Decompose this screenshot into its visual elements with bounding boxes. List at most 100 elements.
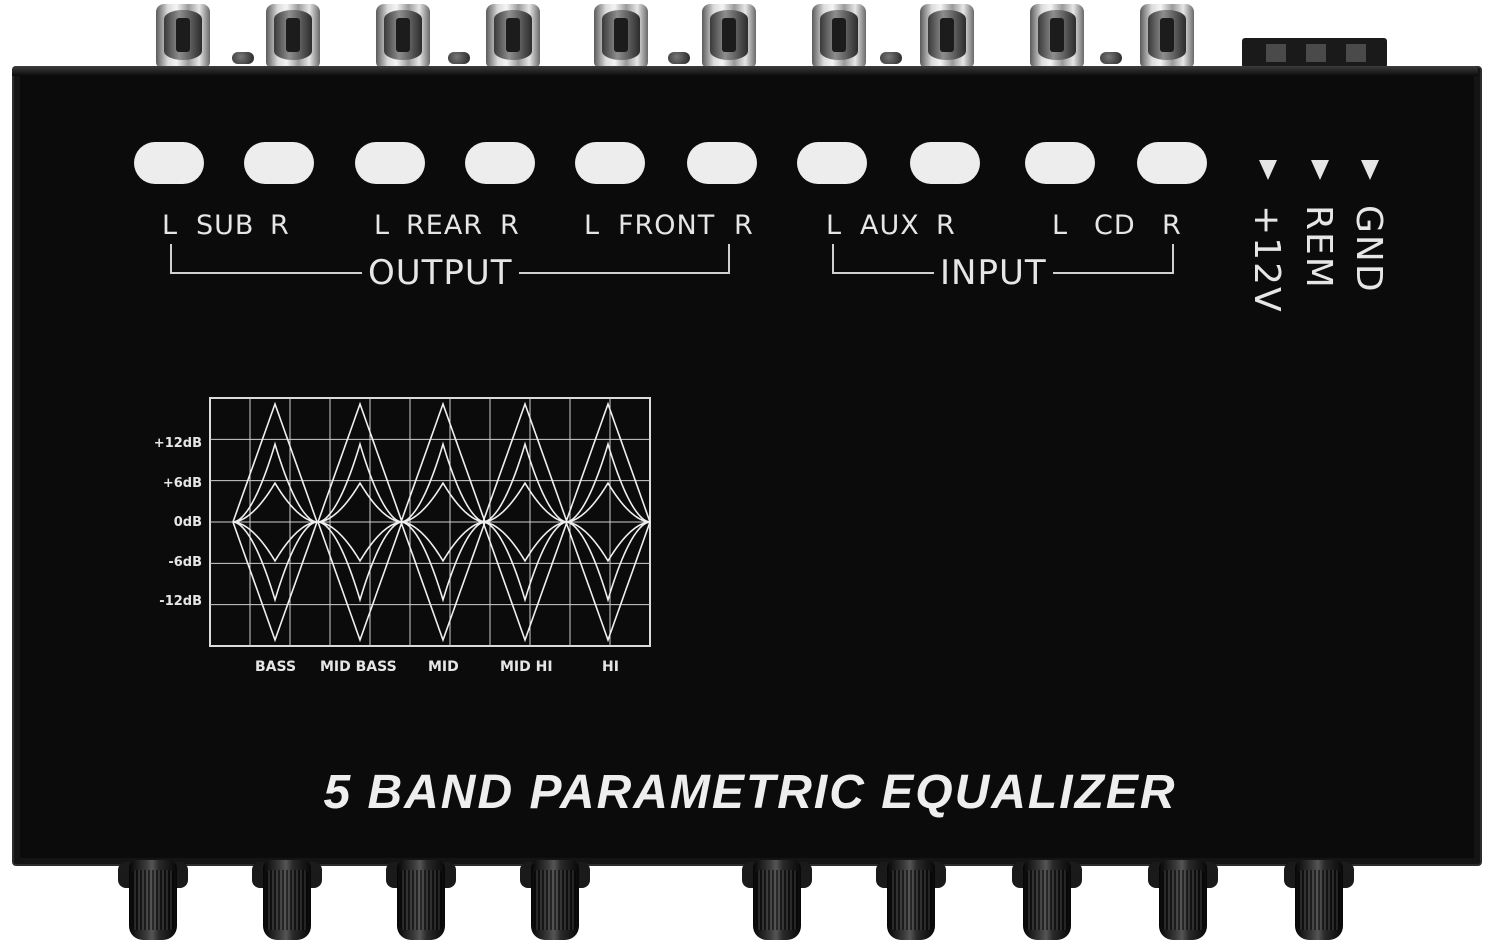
band-curve-4 [482, 521, 568, 643]
rca-jack-aux-right[interactable] [916, 4, 978, 70]
band-label-bass: BASS [255, 659, 297, 675]
rca-jack-rear-right[interactable] [482, 4, 544, 70]
band-label-mid-bass: MID BASS [320, 659, 397, 675]
panel-top-edge [12, 66, 1478, 76]
band-curve-3 [400, 401, 486, 523]
graph-curves [232, 401, 651, 643]
input-cd-left-label: L [1052, 210, 1069, 241]
rca-jack-sub-left[interactable] [152, 4, 214, 70]
terminal-gnd-label: GND [1348, 205, 1389, 294]
rca-jack-rear-left[interactable] [372, 4, 434, 70]
output-front-right-label: R [734, 210, 754, 241]
output-rear-left-label: L [374, 210, 391, 241]
output-sub-label: SUB [196, 210, 255, 241]
rca-jack-aux-left[interactable] [808, 4, 870, 70]
band-curve-1 [232, 401, 318, 523]
jack-window [355, 142, 425, 184]
band-curve-1 [232, 481, 318, 523]
band-curve-2 [317, 481, 403, 523]
band-curve-5 [565, 481, 651, 523]
terminal-arrow-icon [1361, 160, 1379, 180]
screw-icon [232, 52, 254, 64]
band-curve-1 [232, 441, 318, 523]
band-label-hi: HI [602, 659, 619, 675]
input-aux-label: AUX [860, 210, 920, 241]
db-label-plus6: +6dB [162, 476, 202, 491]
band-label-mid-hi: MID HI [500, 659, 553, 675]
band-curve-1 [232, 521, 318, 563]
screw-icon [1100, 52, 1122, 64]
eq-knob-3[interactable] [397, 860, 445, 940]
terminal-12v-label: +12V [1246, 205, 1287, 314]
jack-window [910, 142, 980, 184]
eq-knob-4[interactable] [531, 860, 579, 940]
band-curve-5 [565, 441, 651, 523]
eq-knob-1[interactable] [129, 860, 177, 940]
jack-window [1025, 142, 1095, 184]
db-label-minus12: -12dB [159, 594, 202, 609]
output-front-label: FRONT [618, 210, 716, 241]
eq-knob-9[interactable] [1295, 860, 1343, 940]
band-curve-2 [317, 521, 403, 603]
output-sub-left-label: L [162, 210, 179, 241]
band-curve-2 [317, 441, 403, 523]
band-curve-1 [232, 521, 318, 643]
band-curve-5 [565, 521, 651, 603]
device-title: 5 BAND PARAMETRIC EQUALIZER [323, 766, 1177, 819]
band-label-mid: MID [428, 659, 459, 675]
band-curve-3 [400, 521, 486, 603]
rca-connector-row [0, 0, 1500, 80]
rca-jack-front-right[interactable] [698, 4, 760, 70]
db-label-plus12: +12dB [153, 436, 202, 451]
rca-jack-sub-right[interactable] [262, 4, 324, 70]
rca-jack-cd-left[interactable] [1026, 4, 1088, 70]
eq-knob-6[interactable] [887, 860, 935, 940]
graph-grid [210, 398, 650, 646]
input-aux-left-label: L [826, 210, 843, 241]
power-terminal-block[interactable] [1242, 38, 1387, 68]
band-curve-2 [317, 401, 403, 523]
jack-window [465, 142, 535, 184]
band-curve-3 [400, 521, 486, 563]
output-sub-right-label: R [270, 210, 290, 241]
db-label-minus6: -6dB [168, 555, 202, 570]
screw-icon [880, 52, 902, 64]
band-curve-4 [482, 401, 568, 523]
terminal-rem-label: REM [1298, 205, 1339, 290]
band-curve-3 [400, 521, 486, 643]
jack-window [1137, 142, 1207, 184]
band-curve-2 [317, 521, 403, 563]
jack-window [575, 142, 645, 184]
band-curve-4 [482, 521, 568, 563]
band-curve-2 [317, 521, 403, 643]
rca-jack-cd-right[interactable] [1136, 4, 1198, 70]
eq-knob-5[interactable] [753, 860, 801, 940]
band-curve-5 [565, 401, 651, 523]
input-group-label: INPUT [934, 253, 1053, 293]
screw-icon [448, 52, 470, 64]
jack-window [687, 142, 757, 184]
band-curve-4 [482, 521, 568, 603]
band-curve-4 [482, 441, 568, 523]
eq-knob-2[interactable] [263, 860, 311, 940]
band-curve-5 [565, 521, 651, 643]
rca-jack-front-left[interactable] [590, 4, 652, 70]
band-curve-3 [400, 481, 486, 523]
band-curve-4 [482, 481, 568, 523]
input-cd-right-label: R [1162, 210, 1182, 241]
db-label-0: 0dB [173, 515, 202, 530]
front-panel [12, 66, 1482, 866]
jack-window [797, 142, 867, 184]
band-curve-3 [400, 441, 486, 523]
eq-knob-7[interactable] [1023, 860, 1071, 940]
output-rear-right-label: R [500, 210, 520, 241]
input-cd-label: CD [1094, 210, 1136, 241]
terminal-arrow-icon [1311, 160, 1329, 180]
jack-window [134, 142, 204, 184]
band-curve-1 [232, 521, 318, 603]
band-curve-5 [565, 521, 651, 563]
output-group-label: OUTPUT [362, 253, 519, 293]
eq-knob-8[interactable] [1159, 860, 1207, 940]
